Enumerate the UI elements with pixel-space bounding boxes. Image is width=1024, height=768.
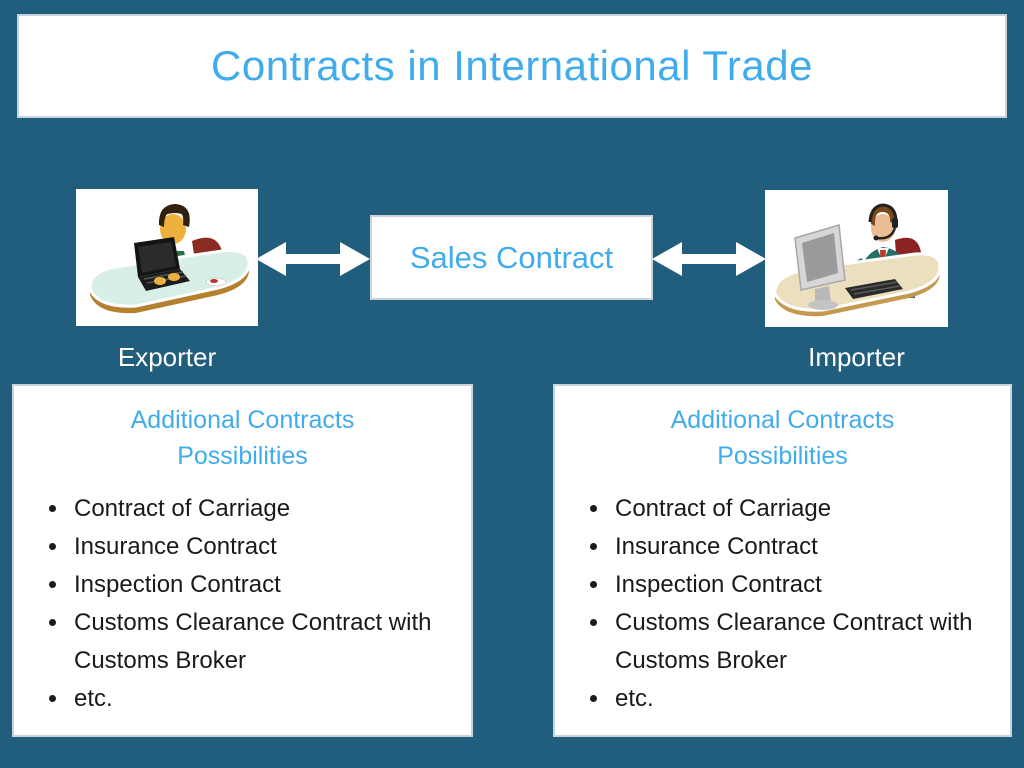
exporter-label: Exporter (117, 342, 217, 372)
importer-image (765, 190, 948, 327)
contract-list: Contract of Carriage Insurance Contract … (40, 490, 455, 718)
additional-contracts-panel-left: Additional Contracts Possibilities Contr… (12, 384, 473, 737)
panel-title-line2: Possibilities (177, 442, 308, 470)
list-item: Inspection Contract (611, 566, 994, 604)
list-item: Contract of Carriage (70, 490, 455, 528)
title-banner: Contracts in International Trade (17, 14, 1007, 118)
page-title: Contracts in International Trade (211, 42, 813, 89)
list-item: etc. (70, 680, 455, 718)
list-item: Insurance Contract (70, 528, 455, 566)
importer-at-computer-illustration (765, 190, 948, 327)
list-item: Inspection Contract (70, 566, 455, 604)
list-item: Customs Clearance Contract with Customs … (70, 604, 455, 680)
additional-contracts-panel-right: Additional Contracts Possibilities Contr… (553, 384, 1012, 737)
panel-title-line1: Additional Contracts (130, 406, 355, 434)
exporter-image (76, 189, 258, 326)
list-item: etc. (611, 680, 994, 718)
list-item: Insurance Contract (611, 528, 994, 566)
panel-title-line1: Additional Contracts (670, 406, 895, 434)
list-item: Contract of Carriage (611, 490, 994, 528)
sales-contract-box: Sales Contract (370, 215, 653, 300)
panel-title: Additional Contracts Possibilities (567, 402, 998, 474)
exporter-at-laptop-illustration (76, 189, 258, 326)
panel-title-line2: Possibilities (717, 442, 848, 470)
double-arrow-left-icon (256, 242, 370, 276)
importer-label: Importer (808, 342, 905, 372)
double-arrow-right-icon (652, 242, 766, 276)
contract-list: Contract of Carriage Insurance Contract … (581, 490, 994, 718)
panel-title: Additional Contracts Possibilities (26, 402, 459, 474)
list-item: Customs Clearance Contract with Customs … (611, 604, 994, 680)
sales-contract-label: Sales Contract (409, 239, 614, 275)
